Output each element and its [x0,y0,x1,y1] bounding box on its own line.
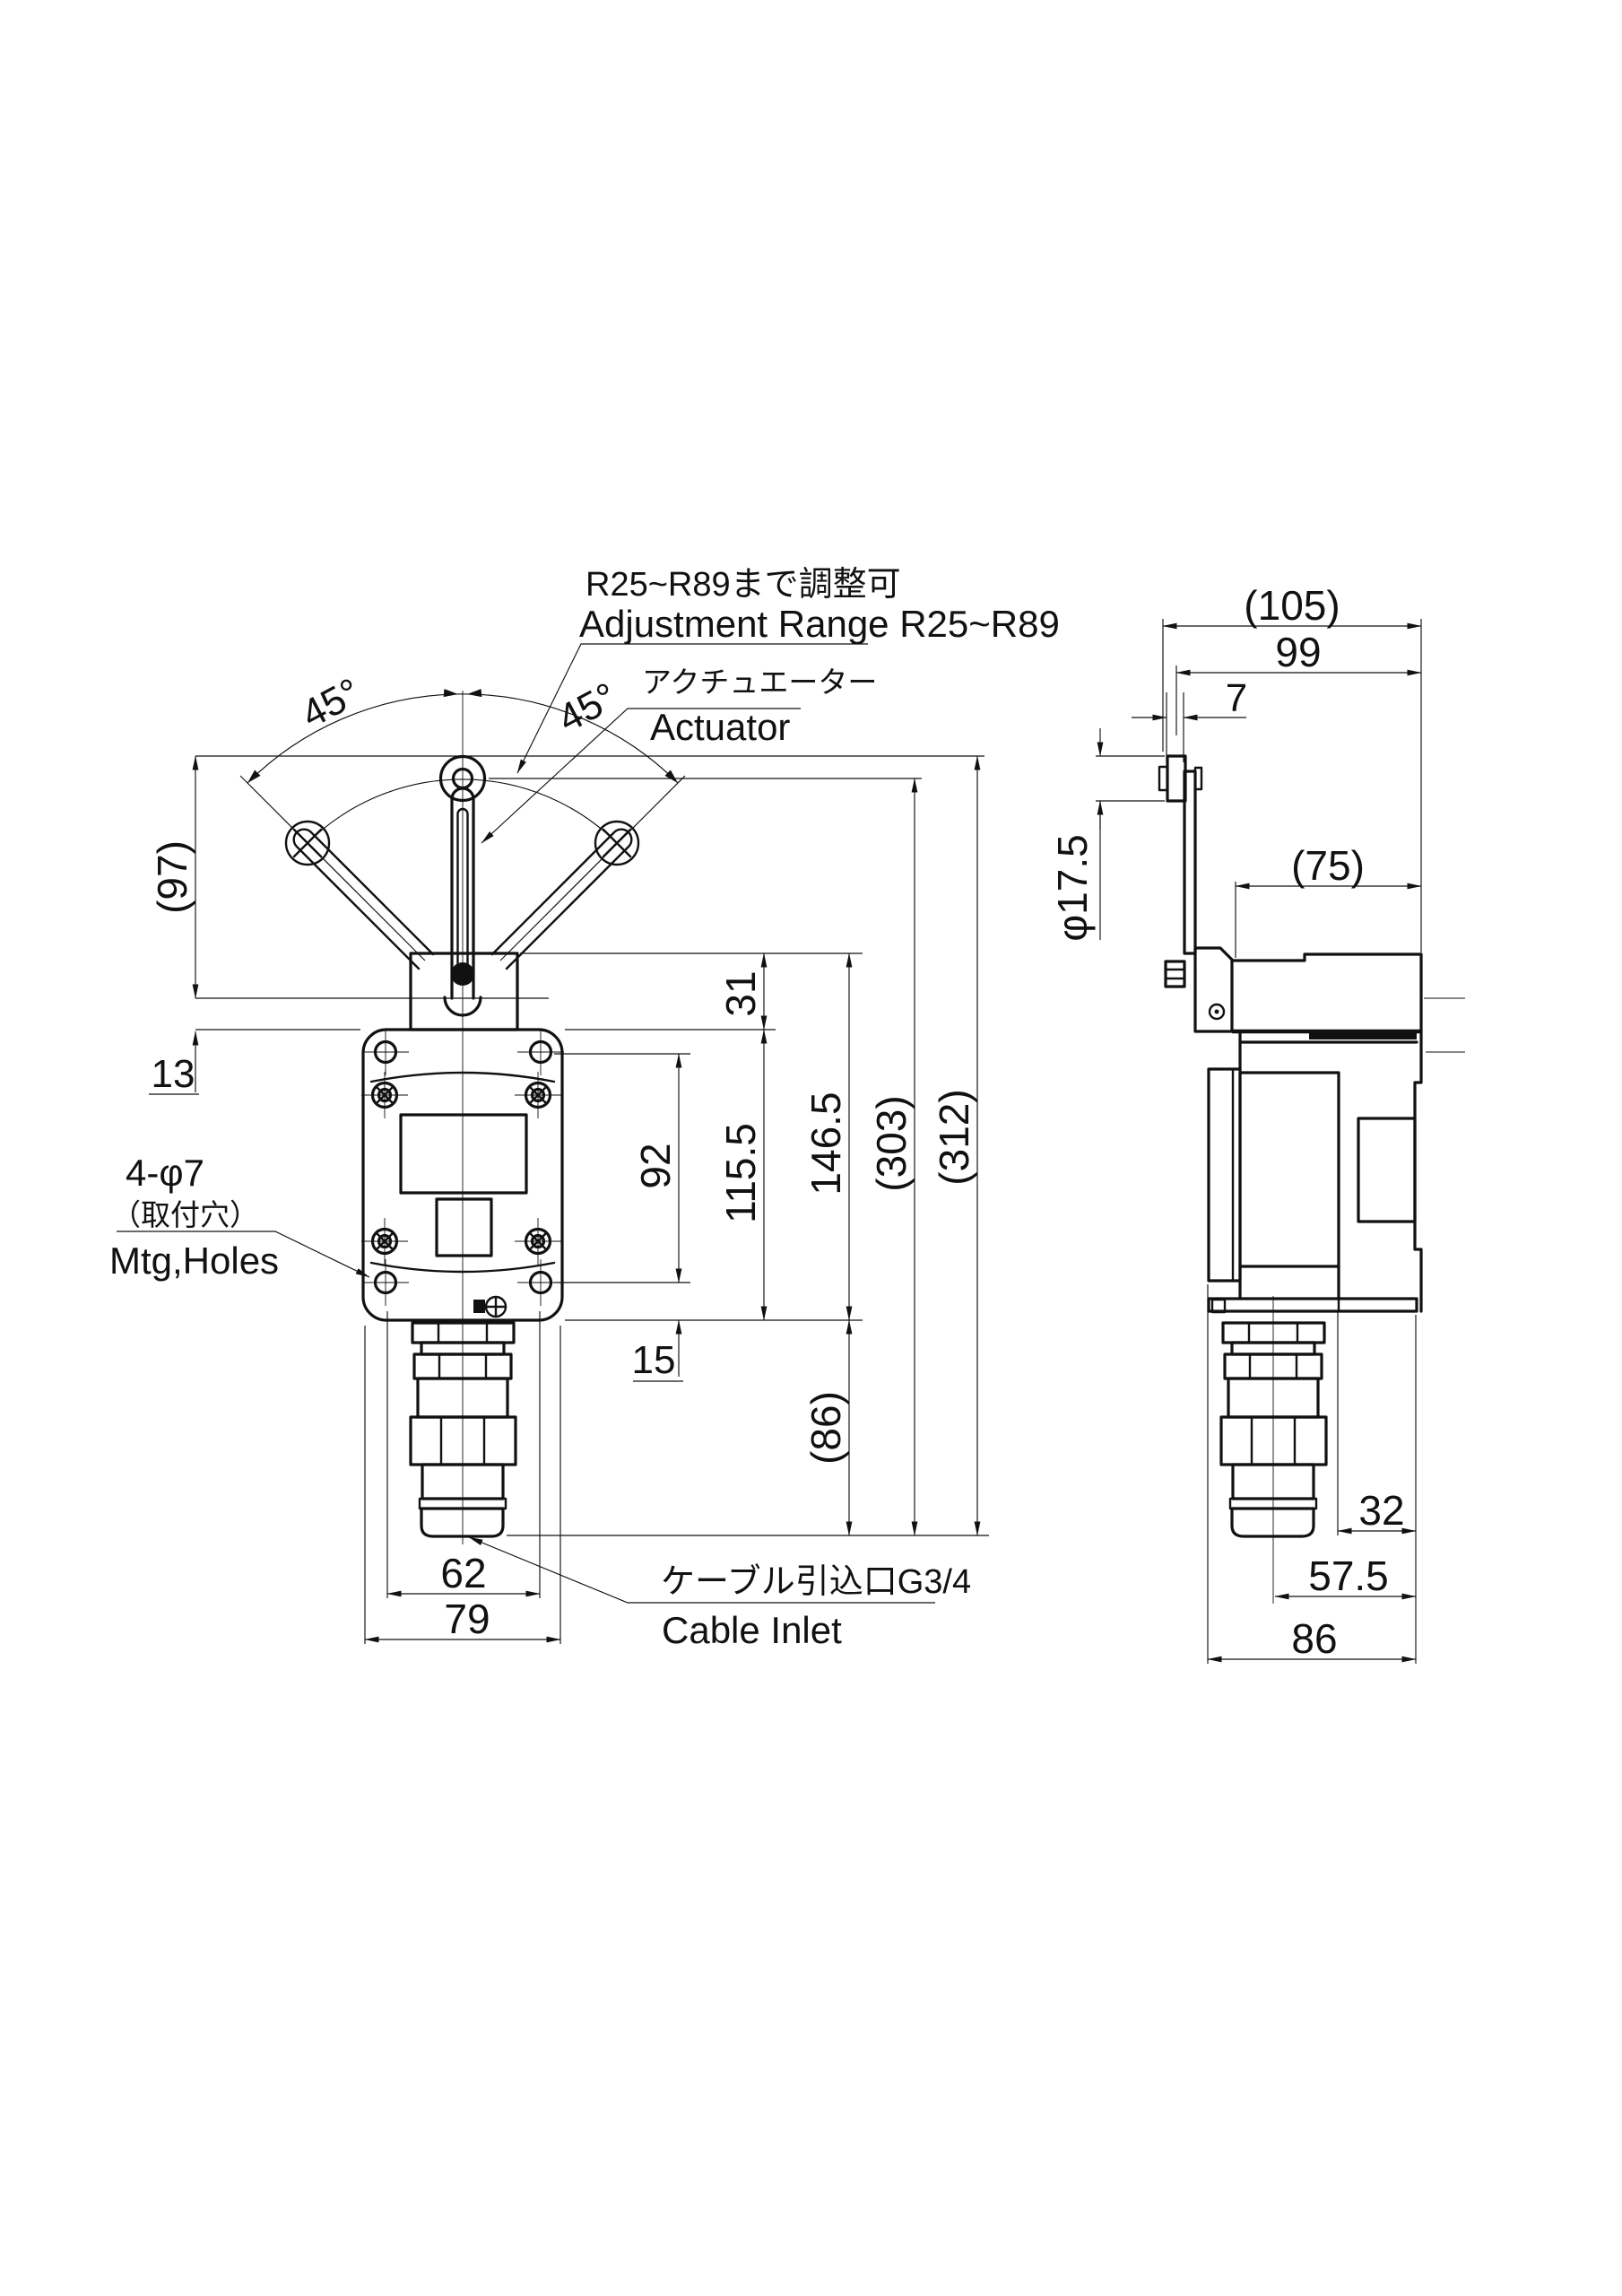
label-window [435,1197,493,1257]
dim-62: 62 [440,1550,486,1596]
dim-angle-right: 45° [551,674,624,742]
terminal-cover [1238,1071,1340,1268]
cover-screws [361,1072,561,1265]
dim-86-paren: (86) [802,1391,849,1465]
cable-gland-side [1219,1321,1328,1538]
dim-7: 7 [1226,676,1247,720]
side-boss [1193,946,1234,1033]
adjustment-leader [516,643,868,774]
label-actuator-en: Actuator [650,706,790,748]
mtg-holes-leader [117,1231,370,1278]
switch-body-front [361,1028,564,1322]
right-radial-line [499,775,686,961]
dim-15: 15 [632,1338,676,1382]
dim-13: 13 [152,1052,195,1096]
annotations: R25~R89まで調整可 Adjustment Range R25~R89 アク… [109,566,1405,1662]
dim-dia-17-5: φ17.5 [1049,834,1096,941]
label-adjustment-jp: R25~R89まで調整可 [585,566,901,604]
dim-303: (303) [868,1095,915,1191]
leader-lines [117,643,935,1604]
actuator-leader [481,708,801,844]
mounting-recess [1357,1117,1417,1223]
dim-31: 31 [717,970,764,1016]
label-mtg-line2: （取付穴） [111,1198,259,1231]
label-actuator-jp: アクチュエーター [642,665,877,699]
dim-312: (312) [931,1089,977,1185]
left-radial-line [239,775,426,961]
side-roller [1166,754,1187,803]
nameplate [399,1113,528,1195]
angular-dimension [247,689,679,784]
cable-gland-front [409,1321,517,1538]
dim-57-5: 57.5 [1308,1552,1389,1599]
right-lever-arm [490,820,640,970]
dim-105: (105) [1244,582,1340,629]
label-mtg-line3: Mtg,Holes [109,1239,279,1282]
dim-146-5: 146.5 [802,1091,849,1195]
extension-lines [195,619,1422,1664]
label-cable-en: Cable Inlet [662,1609,842,1651]
dimension-lines [149,622,1422,1663]
label-mtg-line1: 4-φ7 [126,1152,204,1194]
dim-86: 86 [1291,1615,1337,1662]
ground-screw [473,1295,507,1318]
clamp-bolt [451,962,474,986]
side-lever [1158,754,1234,1033]
label-cable-jp: ケーブル引込口G3/4 [661,1563,971,1601]
bottom-flange [1207,1297,1418,1313]
dim-75: (75) [1291,842,1365,889]
cable-inlet-leader [468,1536,935,1604]
lever-boss [409,952,519,1031]
dim-92: 92 [632,1143,679,1188]
side-center-stubs [1424,997,1465,1053]
dim-115-5: 115.5 [717,1123,764,1223]
dim-32: 32 [1358,1487,1404,1534]
side-view [1158,754,1465,1604]
switch-body-side [1207,1030,1423,1314]
front-view [239,691,686,1544]
side-head [1230,952,1423,1039]
left-lever-arm [284,820,435,970]
dim-99: 99 [1275,629,1321,675]
label-adjustment-en: Adjustment Range R25~R89 [579,603,1060,645]
dim-79: 79 [444,1596,490,1642]
dim-97: (97) [149,840,195,914]
side-cover-edge [1207,1067,1242,1283]
roller-path-arc [307,778,618,844]
side-pivot-bolt [1164,960,1186,988]
mounting-holes [362,1029,564,1306]
cable-inlet-cap [420,1507,505,1538]
dim-angle-left: 45° [294,670,368,737]
